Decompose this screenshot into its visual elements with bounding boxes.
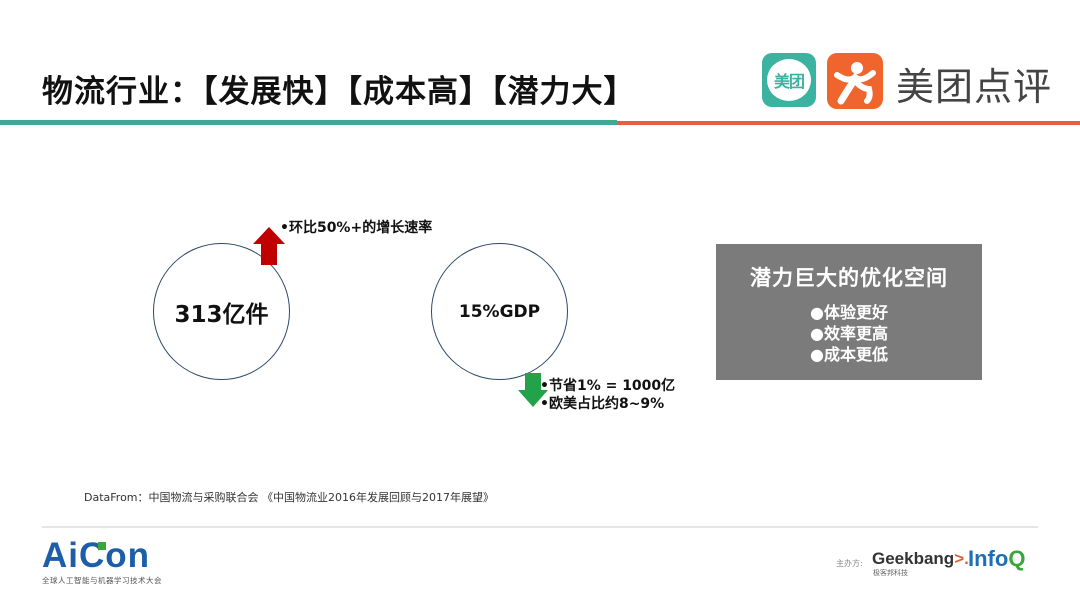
slide-title: 物流行业：【发展快】【成本高】【潜力大】	[42, 74, 636, 110]
geekbang-chevron-icon: >.	[954, 549, 969, 568]
list-item: ●效率更高	[810, 324, 888, 343]
meituan-logo-icon: 美团	[762, 53, 816, 107]
arrow-up-icon	[253, 227, 285, 265]
metric-note: •节省1% = 1000亿	[540, 378, 676, 394]
sponsor-label: 主办方:	[836, 559, 863, 568]
metric-value: 313亿件	[174, 301, 269, 328]
meituan-logo-text: 美团	[767, 59, 811, 101]
header-divider-teal	[0, 120, 617, 125]
potential-title: 潜力巨大的优化空间	[750, 266, 948, 290]
metric-value: 15%GDP	[458, 301, 541, 322]
list-item: ●体验更好	[810, 303, 888, 322]
list-item: ●成本更低	[810, 345, 888, 364]
metric-circle-volume: 313亿件	[153, 243, 290, 380]
aicon-wordmark: AiCon	[42, 536, 151, 575]
dianping-logo-icon	[827, 53, 883, 109]
infoq-wordmark: Info	[968, 546, 1009, 571]
header-divider-orange	[617, 121, 1080, 125]
data-source: DataFrom：中国物流与采购联合会 《中国物流业2016年发展回顾与2017…	[84, 491, 495, 504]
aicon-subtitle: 全球人工智能与机器学习技术大会	[42, 576, 162, 585]
geekbang-wordmark: Geekbang	[872, 549, 955, 568]
footer-divider	[42, 526, 1038, 528]
metric-note: •欧美占比约8~9%	[540, 396, 665, 412]
arrow-down-icon	[518, 373, 548, 407]
metric-note: •环比50%+的增长速率	[280, 220, 433, 236]
potential-box: 潜力巨大的优化空间 ●体验更好 ●效率更高 ●成本更低	[716, 244, 982, 380]
geekbang-logo: Geekbang>.	[872, 549, 969, 569]
infoq-q-icon: Q	[1008, 546, 1026, 571]
metric-notes: •节省1% = 1000亿 •欧美占比约8~9%	[540, 377, 675, 413]
potential-list: ●体验更好 ●效率更高 ●成本更低	[716, 302, 982, 365]
brand-name: 美团点评	[896, 65, 1053, 109]
geekbang-subtitle: 极客邦科技	[873, 569, 908, 577]
aicon-dot-icon	[98, 542, 106, 550]
aicon-logo: AiCon 全球人工智能与机器学习技术大会	[42, 538, 162, 586]
infoq-logo: InfoQ	[968, 546, 1025, 572]
metric-circle-gdp: 15%GDP	[431, 243, 568, 380]
